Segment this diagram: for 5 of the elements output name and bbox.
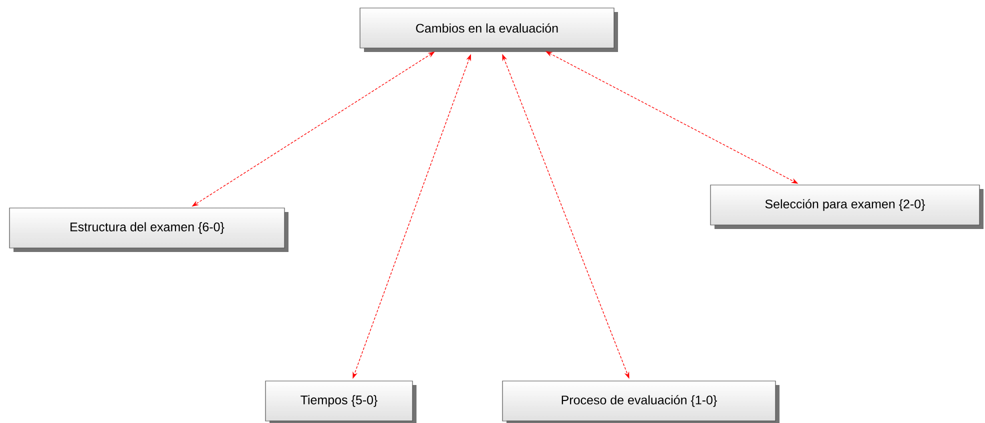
concept-box: Estructura del examen {6-0} [9, 208, 288, 252]
concept-box: Selección para examen {2-0} [710, 184, 984, 229]
concept-box: Cambios en la evaluación [360, 8, 618, 52]
concept-box: Proceso de evaluación {1-0} [502, 380, 780, 423]
concept-box: Tiempos {5-0} [265, 380, 416, 423]
